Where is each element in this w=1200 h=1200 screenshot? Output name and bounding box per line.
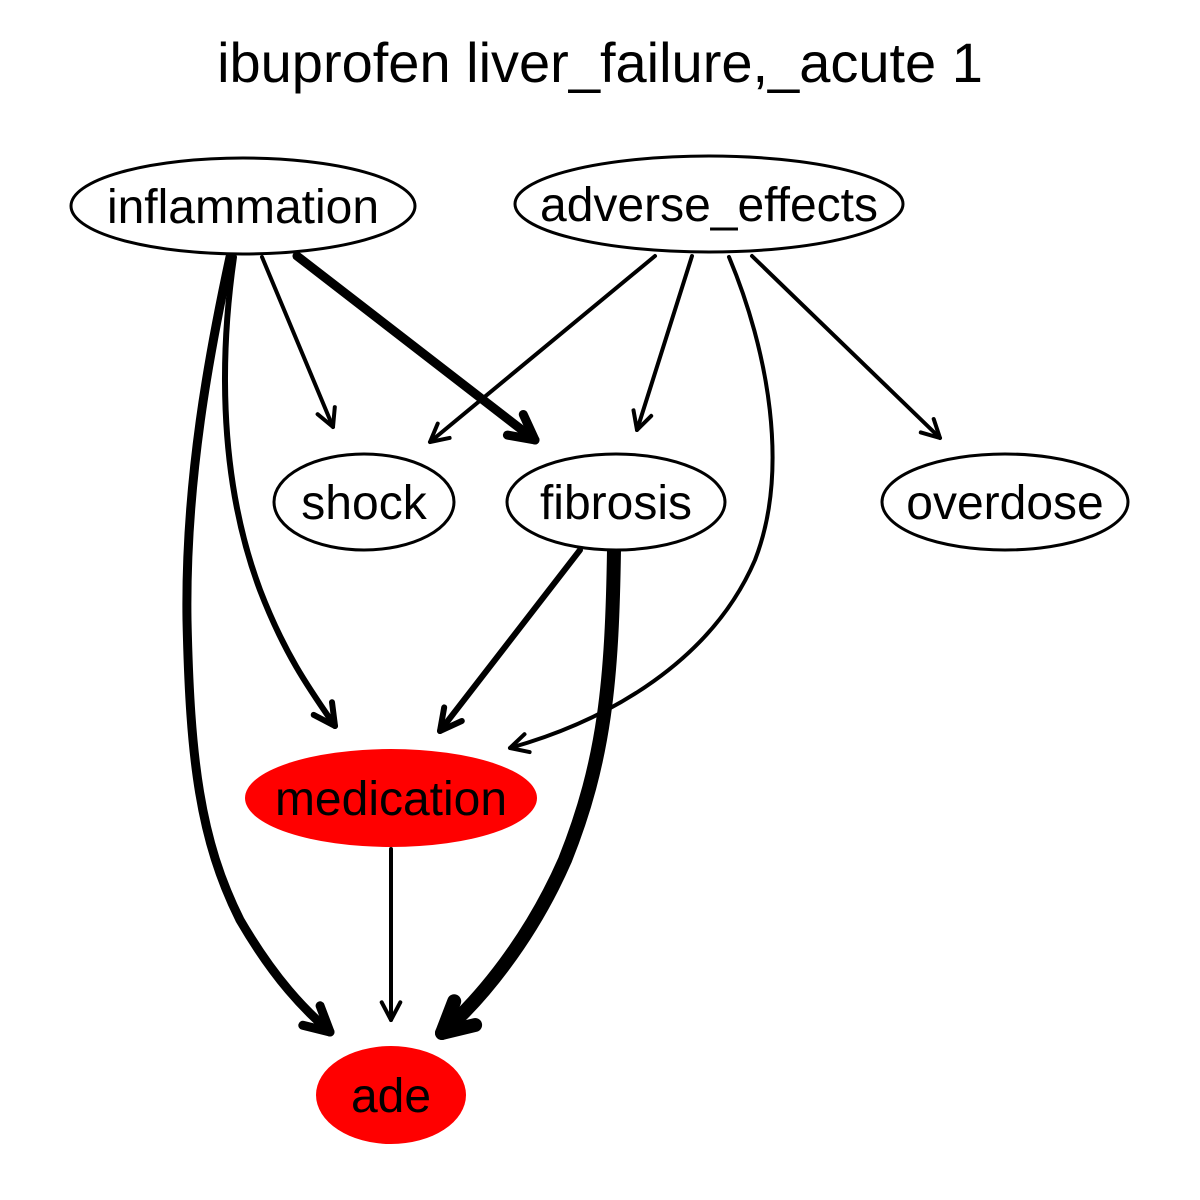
edge-adverse_effects-to-shock	[428, 254, 657, 444]
node-fibrosis: fibrosis	[505, 452, 727, 552]
node-shock: shock	[272, 452, 456, 552]
graph-title: ibuprofen liver_failure,_acute 1	[217, 31, 983, 94]
edge-line	[182, 252, 335, 1037]
arrowhead	[298, 1001, 335, 1037]
node-overdose: overdose	[880, 452, 1130, 552]
node-ellipse	[69, 156, 417, 256]
node-label: inflammation	[107, 181, 379, 234]
node-ade: ade	[316, 1046, 466, 1144]
node-label: overdose	[906, 477, 1103, 530]
arrowhead	[918, 417, 942, 440]
node-ellipse	[272, 452, 456, 552]
node-inflammation: inflammation	[69, 156, 417, 256]
node-label: adverse_effects	[540, 179, 878, 232]
node-ellipse	[316, 1046, 466, 1144]
edges	[182, 251, 942, 1040]
edge-line	[260, 255, 335, 429]
edge-fibrosis-to-medication	[437, 547, 583, 734]
arrowhead	[379, 1000, 403, 1022]
arrowhead	[631, 408, 654, 432]
node-medication: medication	[245, 749, 537, 847]
edge-line	[437, 547, 583, 734]
node-adverse-effects: adverse_effects	[513, 154, 905, 254]
arrowhead	[315, 405, 337, 429]
arrowhead	[310, 699, 338, 729]
node-label: fibrosis	[540, 477, 692, 530]
edge-adverse_effects-to-overdose	[750, 254, 942, 440]
arrowhead	[428, 421, 452, 444]
edge-fibrosis-to-ade	[435, 543, 621, 1040]
node-ellipse	[245, 749, 537, 847]
node-ellipse	[880, 452, 1130, 552]
edge-inflammation-to-ade	[182, 252, 335, 1037]
node-ellipse	[513, 154, 905, 254]
node-label: ade	[351, 1070, 431, 1123]
edge-line	[635, 254, 694, 432]
edge-line	[435, 543, 621, 1040]
node-label: shock	[301, 477, 427, 530]
node-label: medication	[275, 773, 507, 826]
edge-line	[292, 251, 540, 445]
arrowhead	[437, 704, 465, 734]
edge-line	[222, 254, 338, 729]
edge-line	[428, 254, 657, 444]
edge-inflammation-to-shock	[260, 255, 337, 429]
edge-adverse_effects-to-fibrosis	[631, 254, 694, 432]
edge-line	[750, 254, 942, 440]
arrowhead	[502, 410, 540, 445]
edge-medication-to-ade	[379, 847, 403, 1022]
edge-inflammation-to-fibrosis	[292, 251, 540, 445]
arrowhead	[508, 732, 532, 755]
edge-inflammation-to-medication	[222, 254, 338, 729]
arrowhead	[435, 994, 483, 1040]
node-ellipse	[505, 452, 727, 552]
